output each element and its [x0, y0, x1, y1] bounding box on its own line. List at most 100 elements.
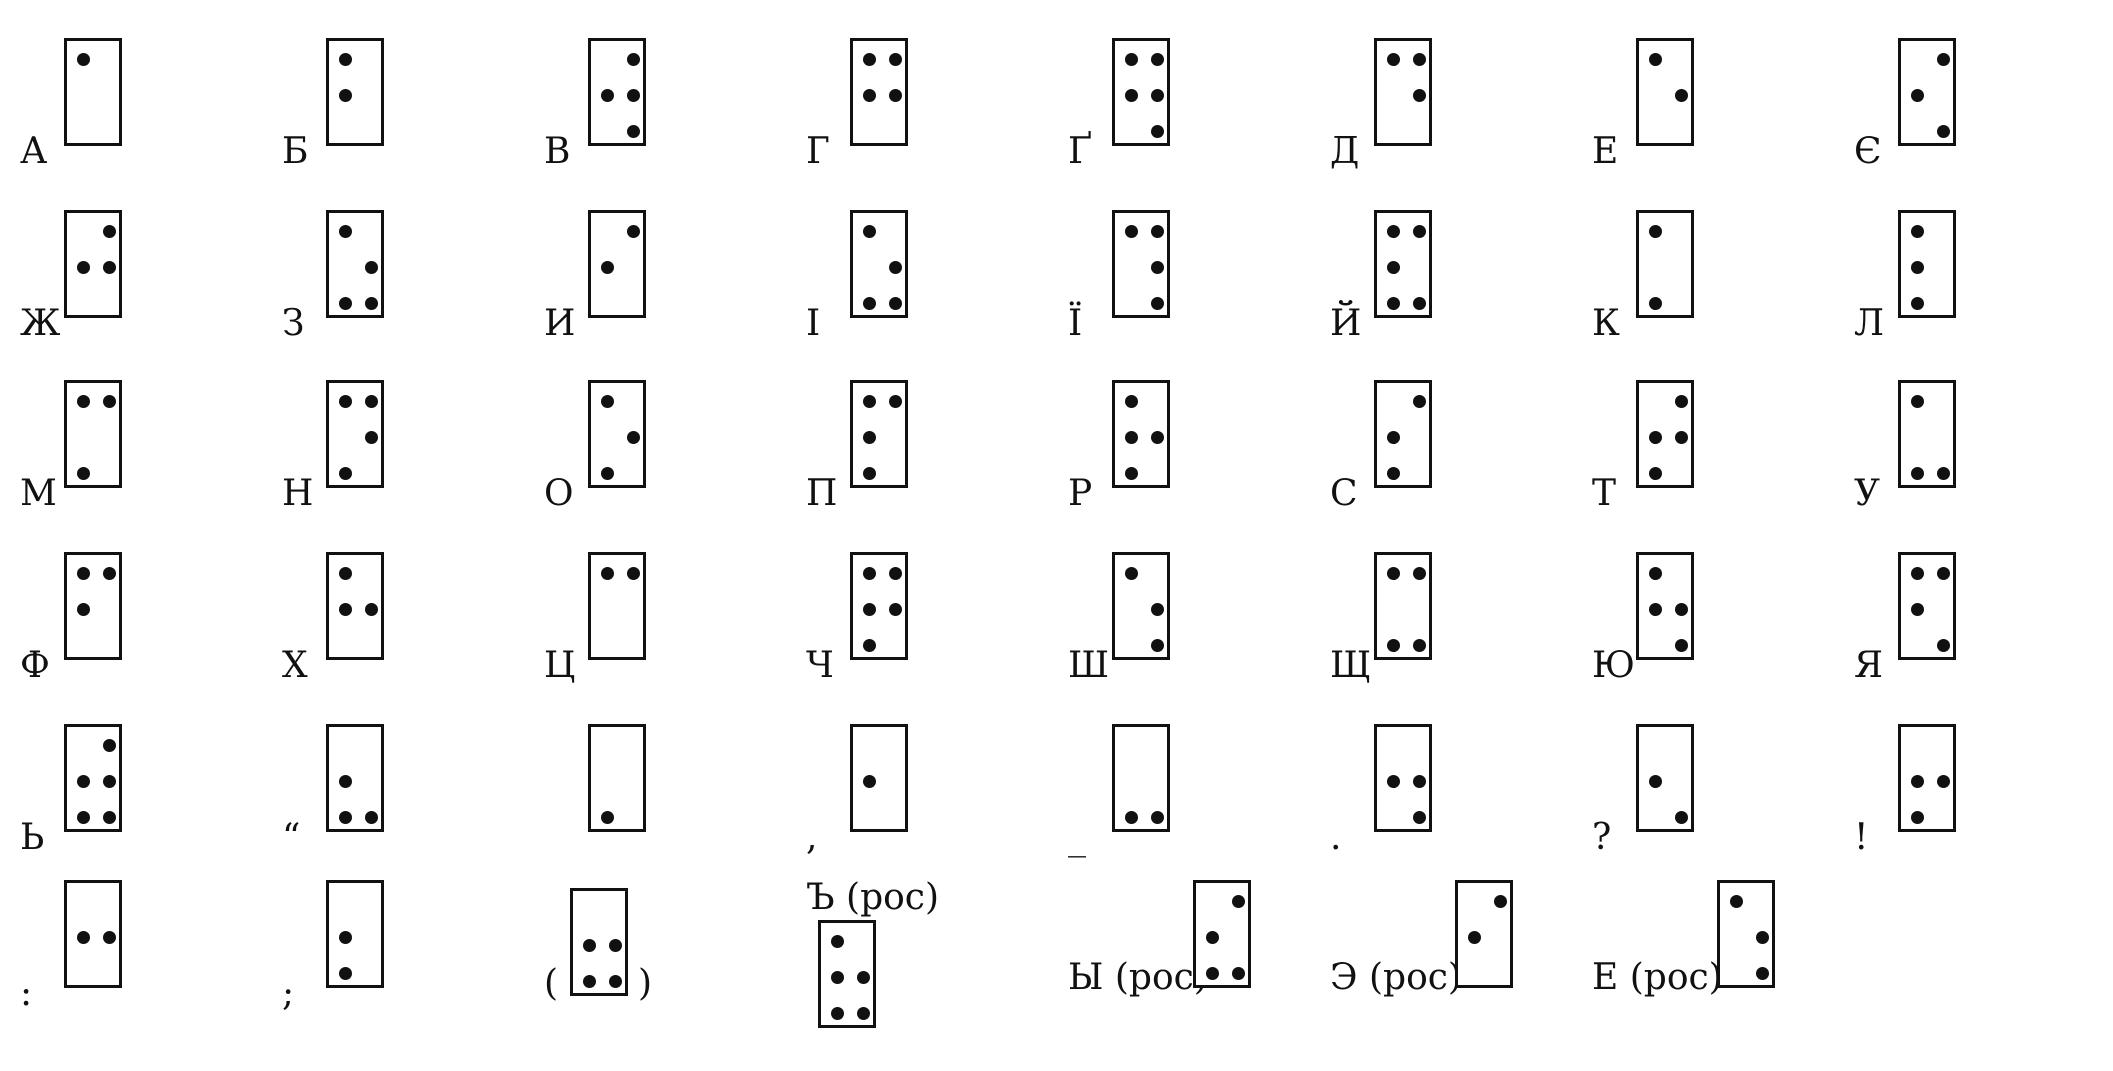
braille-dot-1 — [1124, 566, 1138, 580]
braille-cell-frame — [1636, 38, 1694, 146]
braille-char-label: “ — [282, 817, 301, 858]
braille-dot-5 — [1674, 88, 1688, 102]
braille-dot-1 — [600, 566, 614, 580]
braille-dot-3 — [338, 810, 352, 824]
braille-dot-4 — [888, 566, 902, 580]
braille-cell-frame — [326, 724, 384, 832]
braille-dot-1 — [862, 52, 876, 66]
braille-cell-frame — [326, 210, 384, 318]
braille-dot-2 — [600, 260, 614, 274]
braille-dot-1 — [338, 52, 352, 66]
braille-cell-frame — [850, 38, 908, 146]
braille-char-label: М — [20, 473, 57, 514]
braille-dot-4 — [364, 394, 378, 408]
braille-dot-3 — [1205, 966, 1219, 980]
braille-dot-2 — [862, 430, 876, 444]
braille-dot-4 — [1936, 566, 1950, 580]
braille-char-label: ( — [544, 963, 559, 1004]
braille-cell-frame — [1636, 210, 1694, 318]
braille-cell-frame — [64, 38, 122, 146]
braille-char-label: . — [1330, 817, 1342, 858]
braille-cell-frame — [1112, 380, 1170, 488]
braille-char-label: , — [806, 817, 818, 858]
braille-dot-3 — [338, 466, 352, 480]
braille-dot-5 — [1674, 430, 1688, 444]
braille-dot-6 — [856, 1006, 870, 1020]
braille-dot-6 — [1936, 124, 1950, 138]
braille-char-label: Е (рос) — [1592, 957, 1723, 998]
braille-cell-frame — [1636, 552, 1694, 660]
braille-dot-2 — [830, 970, 844, 984]
braille-dot-4 — [626, 566, 640, 580]
braille-dot-3 — [862, 638, 876, 652]
braille-dot-2 — [1910, 260, 1924, 274]
braille-char-label: ! — [1854, 817, 1869, 858]
braille-dot-1 — [862, 566, 876, 580]
braille-dot-6 — [1936, 466, 1950, 480]
braille-dot-1 — [862, 224, 876, 238]
braille-char-label: Т — [1592, 473, 1617, 514]
braille-dot-3 — [830, 1006, 844, 1020]
braille-dot-2 — [1386, 430, 1400, 444]
braille-dot-3 — [338, 966, 352, 980]
braille-cell-frame — [1374, 724, 1432, 832]
braille-dot-4 — [102, 224, 116, 238]
braille-dot-5 — [1150, 602, 1164, 616]
braille-dot-1 — [1648, 566, 1662, 580]
braille-dot-2 — [1648, 430, 1662, 444]
braille-dot-1 — [862, 394, 876, 408]
braille-dot-3 — [1910, 466, 1924, 480]
braille-dot-5 — [1150, 430, 1164, 444]
braille-dot-2 — [338, 602, 352, 616]
braille-dot-1 — [1648, 224, 1662, 238]
braille-dot-6 — [1231, 966, 1245, 980]
braille-char-label: Є — [1854, 131, 1882, 172]
braille-dot-2 — [1124, 430, 1138, 444]
braille-cell-frame — [588, 380, 646, 488]
braille-dot-4 — [102, 394, 116, 408]
braille-char-label: Р — [1068, 473, 1093, 514]
braille-char-label: В — [544, 131, 571, 172]
braille-cell-frame — [1112, 38, 1170, 146]
braille-char-label: Б — [282, 131, 309, 172]
braille-dot-5 — [626, 430, 640, 444]
braille-dot-1 — [1124, 394, 1138, 408]
braille-dot-4 — [888, 394, 902, 408]
braille-cell-frame — [850, 210, 908, 318]
braille-dot-6 — [1936, 638, 1950, 652]
braille-dot-4 — [102, 566, 116, 580]
braille-dot-5 — [1150, 88, 1164, 102]
braille-dot-5 — [888, 602, 902, 616]
braille-dot-6 — [1674, 810, 1688, 824]
braille-dot-5 — [608, 938, 622, 952]
braille-dot-4 — [1674, 394, 1688, 408]
braille-dot-5 — [102, 774, 116, 788]
braille-dot-6 — [1150, 638, 1164, 652]
braille-dot-6 — [102, 810, 116, 824]
braille-cell-frame — [1374, 210, 1432, 318]
braille-dot-2 — [862, 774, 876, 788]
braille-char-label: А — [20, 131, 48, 172]
braille-dot-1 — [338, 566, 352, 580]
braille-cell-frame — [588, 552, 646, 660]
braille-char-label: Ч — [806, 645, 834, 686]
braille-char-label: К — [1592, 303, 1620, 344]
braille-char-label: Х — [282, 645, 308, 686]
braille-dot-3 — [338, 296, 352, 310]
braille-dot-3 — [1648, 296, 1662, 310]
braille-char-label: О — [544, 473, 574, 514]
braille-dot-5 — [102, 930, 116, 944]
braille-dot-2 — [862, 88, 876, 102]
braille-dot-6 — [888, 296, 902, 310]
braille-dot-4 — [626, 224, 640, 238]
braille-char-label: Й — [1330, 303, 1362, 344]
braille-cell-frame — [326, 552, 384, 660]
braille-char-label: Ъ (рос) — [806, 877, 940, 918]
braille-dot-1 — [76, 566, 90, 580]
braille-cell-frame — [326, 880, 384, 988]
braille-cell-frame — [1717, 880, 1775, 988]
braille-dot-1 — [1386, 52, 1400, 66]
braille-dot-4 — [1412, 394, 1426, 408]
braille-dot-4 — [1412, 52, 1426, 66]
braille-cell-frame — [1455, 880, 1513, 988]
